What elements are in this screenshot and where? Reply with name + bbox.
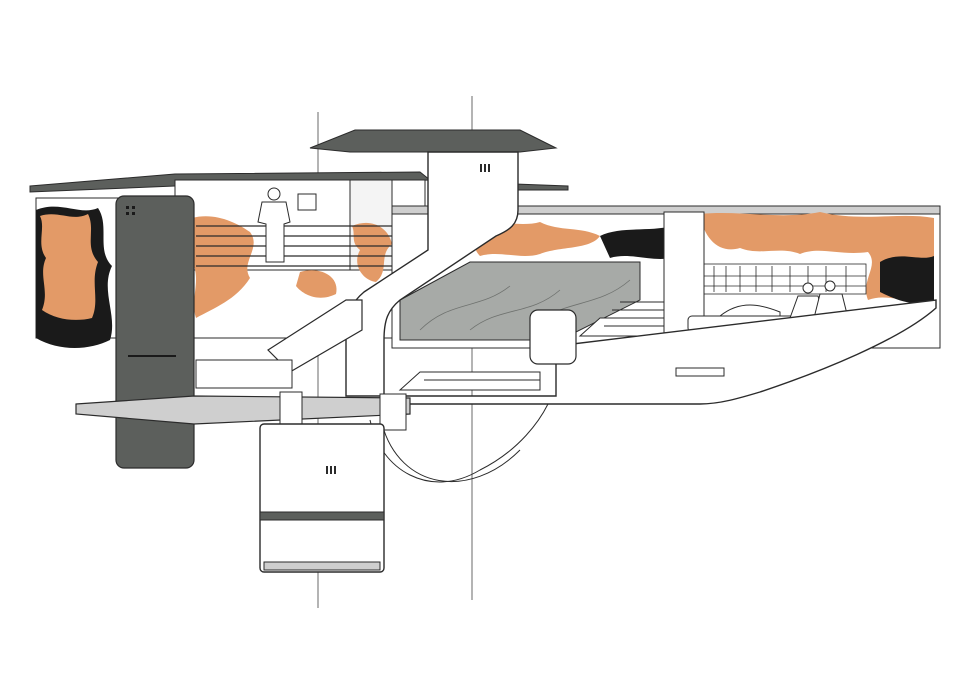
hanging-cables [369,403,549,483]
switch-panel [297,193,317,211]
right-wing-ceiling [391,205,941,215]
lower-platform [75,359,411,431]
floor-hatch [675,367,725,377]
upper-balcony-railing [196,225,392,267]
left-foliage [36,206,392,348]
right-small-eave [514,183,569,191]
main-floor-slab [383,299,937,405]
standing-person-figure [257,187,291,263]
central-roof-cap [309,129,558,153]
vertical-dark-panel [115,195,195,469]
staircase [398,301,665,391]
elevator-cab [529,309,577,365]
marble-wall [399,261,641,341]
central-diagonal-tube [267,151,519,397]
lower-cylinder [259,423,385,573]
